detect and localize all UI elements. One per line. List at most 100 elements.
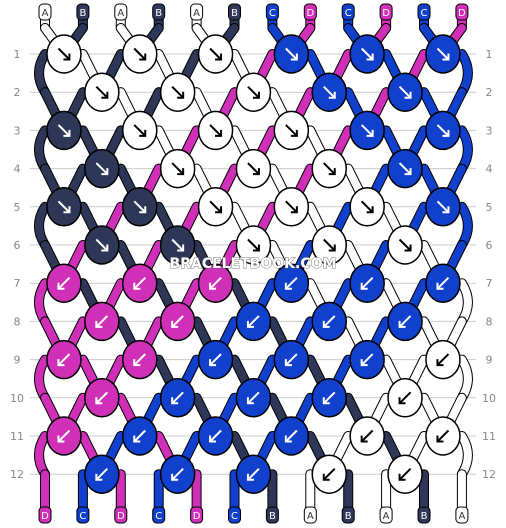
arrow-head (360, 435, 368, 443)
top-string-label: D (303, 3, 317, 21)
string-color-swatch (265, 3, 279, 21)
arrow-down-left-icon (360, 276, 374, 290)
arrow-head (404, 168, 412, 176)
knot (425, 416, 461, 456)
bottom-string-label: A (379, 506, 393, 524)
string-color-swatch (190, 3, 204, 21)
arrow-down-right-icon (247, 238, 260, 252)
arrow-down-left-icon (323, 391, 336, 405)
arrow-head (290, 129, 298, 137)
arrow-head (215, 206, 223, 214)
bottom-string-label: C (76, 506, 90, 524)
arrow-head (284, 282, 292, 290)
top-string-label: C (417, 3, 431, 21)
knot (197, 416, 234, 456)
knot (197, 187, 234, 227)
knot (159, 148, 196, 189)
row-label-right: 4 (486, 163, 493, 176)
knot (197, 34, 234, 74)
arrow-down-left-icon (209, 276, 222, 290)
row-label-right: 12 (482, 468, 496, 481)
arrow-down-left-icon (247, 467, 260, 481)
knot (235, 378, 272, 418)
arrow-down-left-icon (133, 276, 146, 290)
knot (425, 34, 461, 74)
row-label-right: 11 (482, 430, 496, 443)
string-color-swatch (341, 3, 355, 21)
string-color-swatch (190, 506, 204, 524)
string-letter: B (269, 511, 276, 522)
arrow-head (442, 53, 450, 61)
top-string-label: D (455, 3, 469, 21)
arrow-down-right-icon (57, 200, 71, 214)
knot (122, 110, 158, 151)
string-letter: D (41, 511, 49, 522)
arrow-down-left-icon (95, 467, 109, 481)
arrow-head (366, 206, 374, 214)
arrow-head (177, 244, 185, 252)
top-string-label: C (265, 3, 279, 21)
arrow-down-left-icon (57, 276, 71, 290)
string-color-swatch (76, 3, 90, 21)
arrow-head (328, 168, 336, 176)
knot (84, 72, 120, 112)
knot (349, 110, 385, 151)
thread-segment (35, 432, 49, 479)
string-letter: A (383, 511, 390, 522)
arrow-head (95, 320, 103, 328)
arrow-head (209, 435, 217, 443)
arrow-head (139, 206, 147, 214)
bottom-string-label: B (417, 506, 431, 524)
knot (349, 187, 385, 227)
thread-segment (457, 202, 472, 249)
arrow-head (360, 282, 368, 290)
arrow-down-left-icon (436, 429, 450, 443)
row-label-left: 10 (10, 392, 24, 405)
thread-segment (457, 126, 472, 173)
knot (122, 416, 158, 456)
arrow-head (215, 53, 223, 61)
arrow-head (398, 397, 406, 405)
knot (122, 187, 158, 227)
arrow-head (246, 397, 254, 405)
string-letter: A (117, 8, 124, 19)
row-label-left: 9 (14, 354, 21, 367)
string-letter: D (117, 511, 125, 522)
arrow-down-left-icon (398, 391, 412, 405)
knot (387, 148, 423, 189)
knot (311, 301, 347, 342)
thread-segment (35, 355, 49, 402)
arrow-head (215, 129, 223, 137)
arrow-down-right-icon (57, 47, 71, 61)
arrow-head (366, 53, 374, 61)
string-letter: B (155, 8, 162, 19)
knot (349, 339, 385, 380)
thread-segment (457, 50, 472, 97)
arrow-head (246, 473, 254, 481)
knot (46, 187, 82, 227)
arrow-head (177, 168, 185, 176)
knot (425, 263, 461, 303)
top-string-label: D (379, 3, 393, 21)
arrow-down-right-icon (285, 200, 298, 214)
string-letter: D (458, 8, 466, 19)
arrow-head (95, 397, 103, 405)
arrow-head (290, 206, 298, 214)
arrow-head (442, 206, 450, 214)
string-letter: B (79, 8, 86, 19)
knot (273, 416, 310, 456)
knot (46, 416, 82, 456)
arrow-head (398, 473, 406, 481)
knot (159, 72, 196, 112)
knot (425, 110, 461, 151)
knot (311, 72, 347, 112)
bottom-string-label: B (341, 506, 355, 524)
knot (349, 263, 385, 303)
arrow-down-right-icon (247, 85, 260, 99)
arrow-down-right-icon (209, 200, 222, 214)
bottom-string-label: C (228, 506, 241, 524)
top-string-label: A (114, 3, 128, 21)
arrow-head (133, 359, 141, 367)
thread-segment (457, 432, 472, 479)
arrow-down-left-icon (57, 429, 71, 443)
